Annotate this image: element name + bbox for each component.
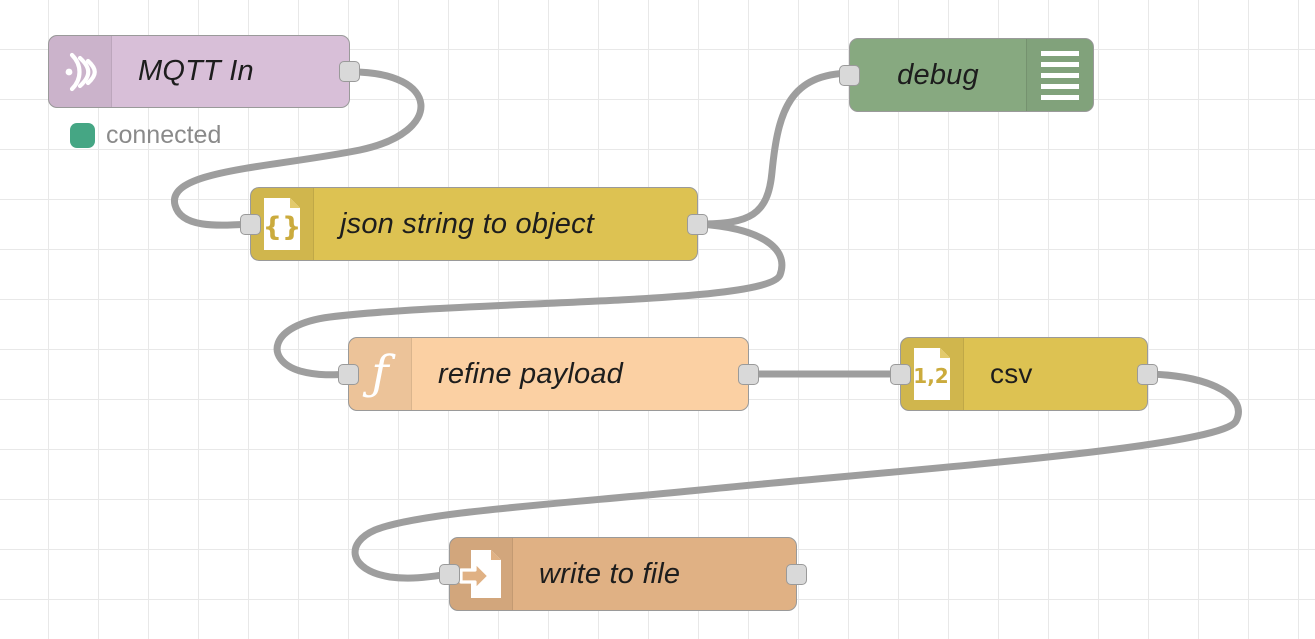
port-in-debug[interactable] (839, 64, 860, 86)
port-out-mqtt-in[interactable] (339, 61, 360, 82)
antenna-broadcast-icon (49, 36, 112, 107)
node-label-debug: debug (897, 58, 979, 91)
node-debug[interactable]: debug (839, 37, 1148, 112)
node-file[interactable]: write to file (439, 537, 807, 611)
debug-lines-icon (1026, 39, 1093, 111)
node-label-csv: csv (990, 358, 1033, 389)
function-f-icon: ƒ (349, 338, 412, 410)
file-write-arrow-icon (450, 538, 513, 610)
status-dot (70, 123, 95, 148)
node-label-function: refine payload (438, 357, 623, 390)
node-label-json: json string to object (340, 207, 595, 240)
port-out-json[interactable] (687, 213, 708, 235)
node-label-mqtt-in: MQTT In (138, 55, 254, 87)
status-mqtt-in: connected (70, 121, 221, 150)
json-braces-document-icon: {} (251, 188, 314, 260)
node-label-file: write to file (539, 557, 681, 590)
port-in-json[interactable] (240, 213, 261, 235)
node-function[interactable]: ƒ refine payload (338, 337, 759, 411)
node-csv[interactable]: 1,2 csv (890, 337, 1158, 411)
port-in-file[interactable] (439, 563, 460, 585)
port-in-function[interactable] (338, 363, 359, 385)
svg-text:{}: {} (263, 212, 301, 243)
port-out-csv[interactable] (1137, 363, 1158, 385)
svg-text:1,2: 1,2 (913, 364, 948, 388)
status-label: connected (106, 121, 222, 149)
port-out-file[interactable] (786, 563, 807, 585)
csv-12-document-icon: 1,2 (901, 338, 964, 410)
port-in-csv[interactable] (890, 363, 911, 385)
port-out-function[interactable] (738, 363, 759, 385)
node-mqtt-in[interactable]: MQTT In (48, 35, 360, 108)
node-json[interactable]: {} json string to object (240, 187, 708, 261)
wire-json-to-debug (695, 69, 855, 228)
debug-enable-toggle[interactable] (1090, 37, 1148, 112)
